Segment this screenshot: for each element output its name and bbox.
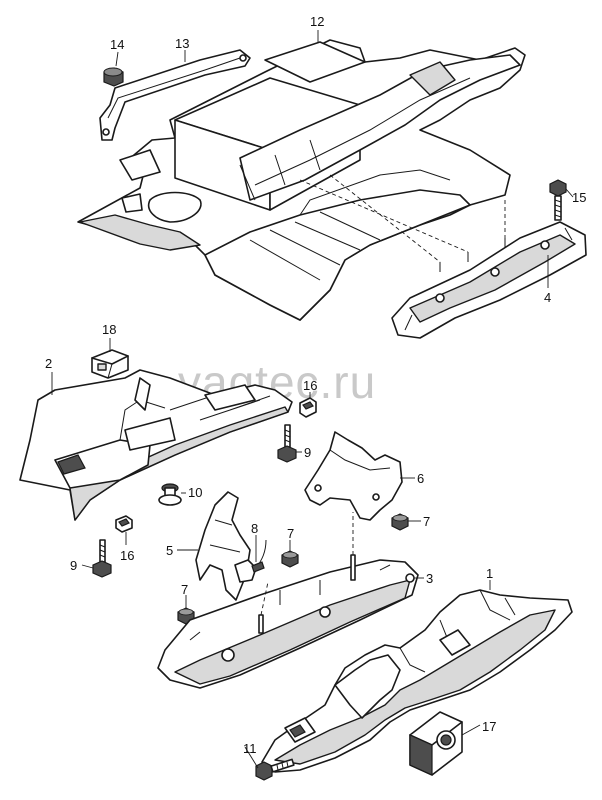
callout-18: 18 [102,322,116,337]
callout-3: 3 [426,571,433,586]
part-4-lower-cover [391,221,587,339]
callout-1: 1 [486,566,493,581]
callout-7-c: 7 [181,582,188,597]
callout-7-a: 7 [423,514,430,529]
part-5-bracket [195,491,251,601]
callout-2: 2 [45,356,52,371]
callout-16-upper: 16 [303,378,317,393]
part-11-screw [255,758,295,781]
part-2-housing [19,369,293,521]
part-16-clip-lower [115,515,133,533]
callout-11: 11 [243,741,257,756]
callout-8: 8 [251,521,258,536]
callout-15: 15 [572,190,586,205]
part-9-screw-right [277,424,297,463]
callout-9-left: 9 [70,558,77,573]
part-7-nut-a [391,513,409,531]
part-12-carrier-frame [77,39,526,321]
part-3-lid [157,559,419,689]
callout-6: 6 [417,471,424,486]
part-14-nut [103,67,124,87]
part-6-bracket [304,431,403,521]
part-1-trim [261,589,573,773]
part-10-bolt [158,483,182,506]
callout-14: 14 [110,37,124,52]
callout-17: 17 [482,719,496,734]
part-7-nut-b [281,550,299,568]
callout-12: 12 [310,14,324,29]
part-8-connector [234,539,267,583]
part-9-screw-left [92,539,112,578]
part-18-switch [91,349,129,379]
part-17-switch-unit [409,711,463,776]
callout-10: 10 [188,485,202,500]
part-15-bolt [549,179,567,221]
callout-9-right: 9 [304,445,311,460]
callout-4: 4 [544,290,551,305]
callout-5: 5 [166,543,173,558]
callout-16-lower: 16 [120,548,134,563]
part-13-bracket [99,49,251,141]
callout-13: 13 [175,36,189,51]
callout-7-b: 7 [287,526,294,541]
